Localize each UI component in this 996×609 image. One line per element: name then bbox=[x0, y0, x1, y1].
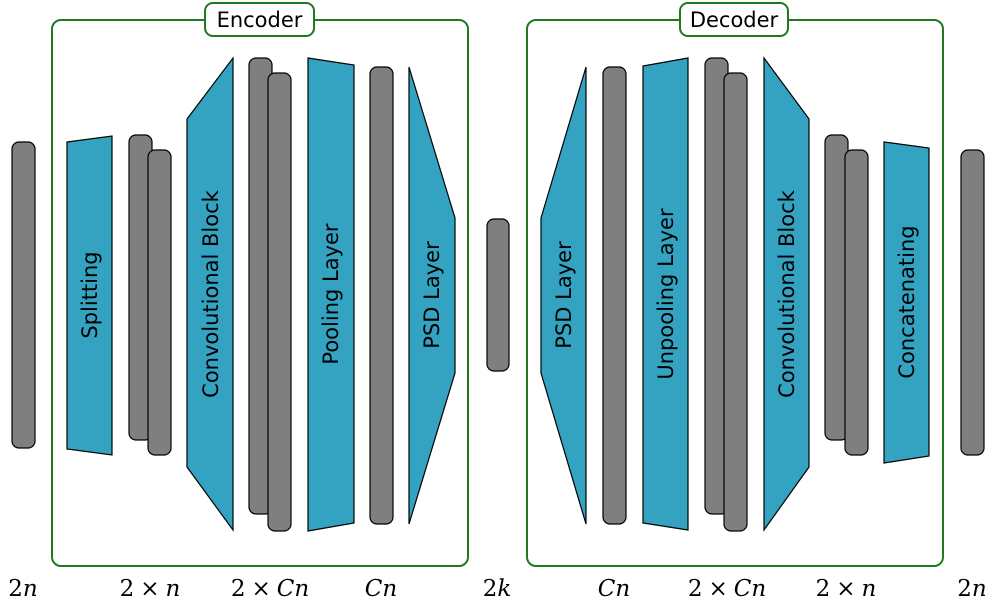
dec-split-tensor-front bbox=[844, 149, 869, 456]
output-tensor bbox=[960, 149, 985, 456]
psd-layer-encoder bbox=[408, 66, 456, 525]
decoder-title: Decoder bbox=[690, 8, 779, 32]
splitting-layer bbox=[66, 135, 113, 456]
unpooling-label: Unpooling Layer bbox=[654, 208, 678, 380]
psd-label-decoder: PSD Layer bbox=[552, 241, 576, 349]
dim-latent: 2k bbox=[483, 576, 512, 602]
dim-conv: 2×Cn bbox=[231, 576, 309, 602]
split-tensor-front bbox=[147, 149, 172, 456]
pooling-layer bbox=[307, 57, 355, 532]
pooled-tensor bbox=[369, 66, 394, 525]
unpooled-input-tensor bbox=[602, 66, 627, 525]
dim-dec-conv: 2×Cn bbox=[688, 576, 766, 602]
dim-input: 2n bbox=[8, 576, 37, 602]
dim-output: 2n bbox=[957, 576, 986, 602]
unpooling-layer bbox=[642, 57, 689, 531]
encoder-title-badge: Encoder bbox=[204, 2, 315, 37]
encoder-title: Encoder bbox=[217, 8, 303, 32]
latent-tensor bbox=[486, 218, 510, 372]
dim-dec-pool: Cn bbox=[598, 576, 630, 602]
psd-layer-decoder bbox=[540, 66, 587, 525]
psd-label-encoder: PSD Layer bbox=[420, 241, 444, 349]
dim-pool: Cn bbox=[365, 576, 397, 602]
dim-split: 2×n bbox=[120, 576, 181, 602]
concatenating-label: Concatenating bbox=[895, 225, 919, 378]
conv-tensor-front bbox=[267, 72, 292, 532]
splitting-label: Splitting bbox=[78, 251, 102, 338]
conv-block-label: Convolutional Block bbox=[199, 189, 223, 397]
concatenating-layer bbox=[883, 141, 930, 464]
dim-dec-split: 2×n bbox=[816, 576, 877, 602]
decoder-title-badge: Decoder bbox=[679, 2, 789, 37]
conv-block-layer bbox=[186, 56, 234, 532]
dec-conv-tensor-front bbox=[723, 72, 748, 532]
input-tensor bbox=[11, 141, 36, 449]
pooling-label: Pooling Layer bbox=[319, 223, 343, 365]
conv-block-label-decoder: Convolutional Block bbox=[775, 189, 799, 397]
conv-block-layer-decoder bbox=[763, 56, 810, 532]
